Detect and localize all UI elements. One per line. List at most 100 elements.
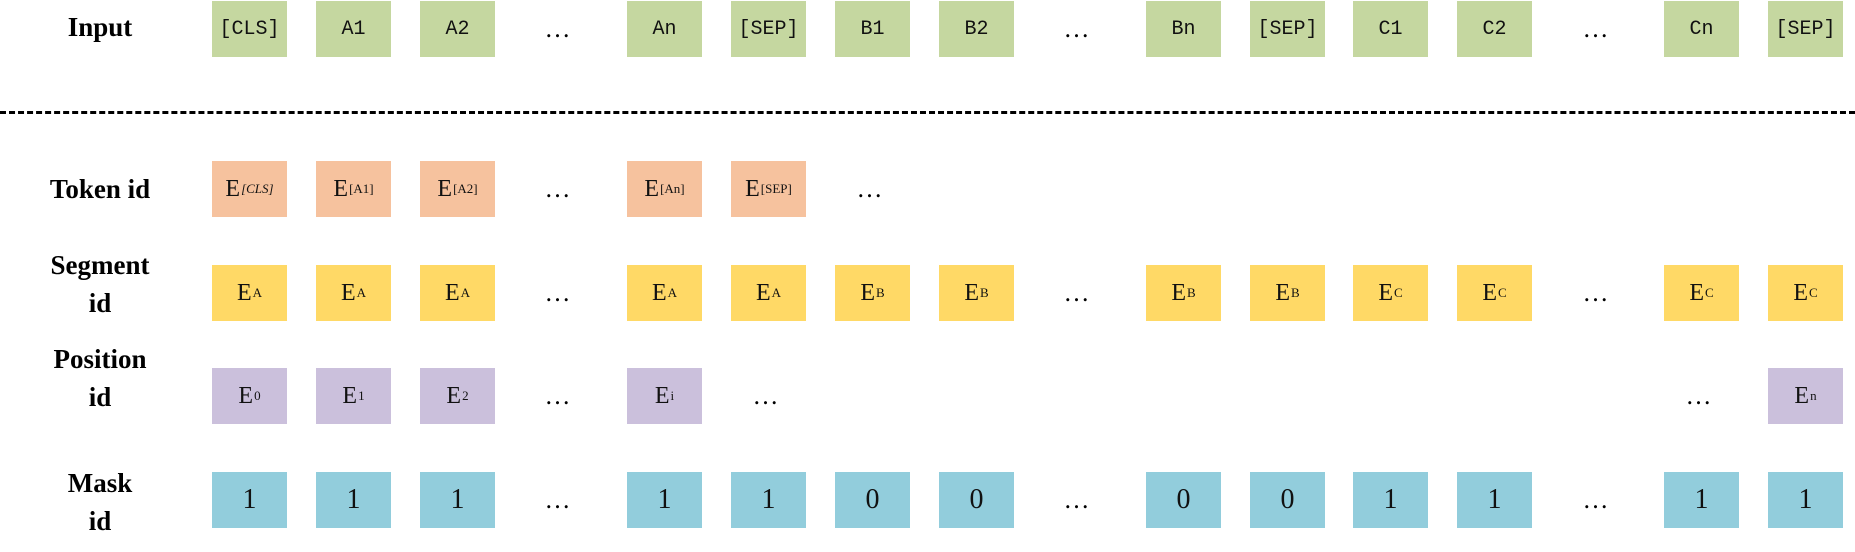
embedding-subscript: C [1394,285,1403,300]
mask-cell: 1 [420,472,495,528]
input-cell: An [627,1,702,57]
embedding-subscript: C [1705,285,1714,300]
row-label-position-id-line-1: Position [53,344,147,374]
mask-cell: 0 [835,472,910,528]
embedding-subscript: C [1809,285,1818,300]
embedding-symbol: E [1794,382,1810,409]
row-label-input: Input [0,8,200,46]
embedding-symbol: E [651,279,667,306]
input-cell: C1 [1353,1,1428,57]
row-label-mask-id-line-2: id [88,506,112,536]
embedding-symbol: E [225,175,241,202]
row-label-input-line-1: Input [67,12,133,42]
embedding-symbol: E [654,382,670,409]
embedding-subscript: A [667,285,678,300]
mask-cell: 1 [1353,472,1428,528]
embedding-symbol: E [238,382,254,409]
embedding-subscript: 0 [254,388,261,403]
input-cell: A2 [420,1,495,57]
input-ellipsis: … [544,14,577,43]
row-label-segment-id-line-1: Segment [50,250,150,280]
embedding-symbol: E [1793,279,1808,306]
embedding-symbol: E [333,175,349,202]
token-ellipsis: … [544,174,577,203]
mask-cell: 1 [212,472,287,528]
embedding-symbol: E [444,279,460,306]
embedding-subscript: A [252,285,263,300]
mask-cell: 0 [939,472,1014,528]
row-label-position-id: Position id [0,340,200,416]
embedding-subscript: A [460,285,471,300]
embedding-subscript: n [1810,388,1817,403]
embedding-subscript: [CLS] [241,181,274,196]
embedding-symbol: E [644,175,660,202]
row-label-segment-id-line-2: id [88,288,112,318]
embedding-symbol: E [745,175,760,202]
row-label-mask-id-line-1: Mask [67,468,133,498]
mask-cell: 1 [627,472,702,528]
mask-ellipsis: … [1063,485,1096,514]
embedding-subscript: [A2] [453,181,478,196]
embedding-symbol: E [1275,279,1290,306]
embedding-subscript: B [1291,285,1300,300]
token-cell: E[CLS] [212,161,287,217]
position-ellipsis: … [752,381,785,410]
row-label-token-id: Token id [0,170,200,208]
embedding-subscript: A [356,285,367,300]
embedding-subscript: i [670,388,675,403]
token-cell: E[A2] [420,161,495,217]
row-label-mask-id: Mask id [0,464,200,540]
embedding-subscript: [A1] [349,181,374,196]
embedding-symbol: E [860,279,875,306]
mask-cell: 1 [316,472,391,528]
input-cell: Cn [1664,1,1739,57]
embedding-symbol: E [1171,279,1186,306]
embedding-subscript: 2 [462,388,469,403]
mask-cell: 1 [1768,472,1843,528]
input-cell: C2 [1457,1,1532,57]
input-cell: [SEP] [1768,1,1843,57]
embedding-subscript: 1 [358,388,365,403]
embedding-subscript: B [1187,285,1196,300]
input-ellipsis: … [1582,14,1615,43]
token-ellipsis: … [856,174,889,203]
mask-cell: 1 [1457,472,1532,528]
input-cell: Bn [1146,1,1221,57]
position-ellipsis: … [544,381,577,410]
embedding-symbol: E [236,279,252,306]
segment-ellipsis: … [1582,278,1615,307]
embedding-symbol: E [437,175,453,202]
mask-cell: 0 [1250,472,1325,528]
mask-cell: 0 [1146,472,1221,528]
mask-cell: 1 [1664,472,1739,528]
embedding-subscript: C [1498,285,1507,300]
segment-ellipsis: … [544,278,577,307]
input-cell: B1 [835,1,910,57]
position-ellipsis: … [1685,381,1718,410]
row-label-position-id-line-2: id [88,382,112,412]
segment-ellipsis: … [1063,278,1096,307]
mask-ellipsis: … [544,485,577,514]
mask-cell: 1 [731,472,806,528]
embedding-symbol: E [755,279,771,306]
embedding-symbol: E [446,382,462,409]
embedding-symbol: E [964,279,979,306]
row-label-segment-id: Segment id [0,246,200,322]
embedding-subscript: [SEP] [760,181,792,196]
input-cell: [SEP] [1250,1,1325,57]
embedding-subscript: A [771,285,782,300]
input-cell: B2 [939,1,1014,57]
row-label-token-id-line-1: Token id [49,174,151,204]
